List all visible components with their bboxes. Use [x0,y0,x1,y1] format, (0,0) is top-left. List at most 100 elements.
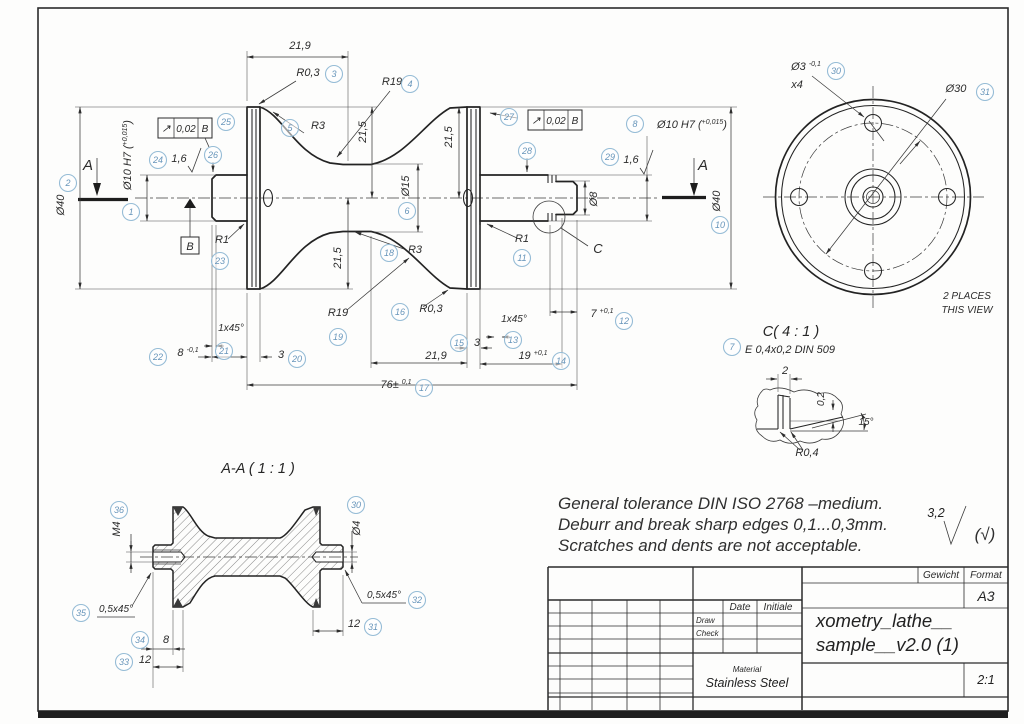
dim-label: B [186,241,193,253]
svg-text:32: 32 [412,595,422,605]
balloon-26: 26 [203,145,223,165]
section-aa-dimensions [97,531,406,688]
dim-label: A [82,157,93,174]
svg-text:5: 5 [287,123,293,133]
balloon-30: 30 [346,495,366,515]
svg-text:16: 16 [395,307,405,317]
balloon-20: 20 [287,349,307,369]
sheet-frame [37,7,1009,718]
format-value: A3 [976,588,994,604]
balloon-7: 7 [722,337,742,357]
dim-label: 0,5x45° [367,590,401,601]
svg-text:34: 34 [135,635,145,645]
dim-label: 21,9 [424,350,446,362]
dim-label: 3 [474,337,481,349]
main-view-dimensions [75,51,737,390]
svg-text:27: 27 [503,112,515,122]
weight-label: Gewicht [923,570,960,581]
balloon-31: 31 [363,617,383,637]
detail-c-title: C( 4 : 1 ) [763,324,819,340]
svg-text:36: 36 [114,505,124,515]
svg-text:18: 18 [384,248,394,258]
balloon-10: 10 [710,215,730,235]
dim-label: 12 [139,654,151,666]
balloon-22: 22 [148,347,168,367]
svg-text:20: 20 [291,354,302,364]
dim-label: R19 [328,307,348,319]
dim-label: R3 [311,120,326,132]
dim-label: 0,02 [176,124,196,135]
dim-label: R1 [515,233,529,245]
balloon-13: 13 [503,330,523,350]
balloon-12: 12 [614,311,634,331]
svg-text:10: 10 [715,220,725,230]
format-label: Format [970,570,1003,581]
dim-label: B [202,124,209,135]
dim-label: Ø40 [711,190,723,213]
draw-label: Draw [696,616,716,625]
svg-text:33: 33 [119,657,129,667]
end-view-note-line2: THIS VIEW [941,305,994,316]
detail-c-subtitle: E 0,4x0,2 DIN 509 [745,344,835,356]
roughness-alt: (√) [975,525,996,544]
dim-label: 21,9 [288,40,310,52]
dim-label: ↗ [161,123,171,135]
section-aa-title: A-A ( 1 : 1 ) [220,461,295,477]
svg-text:4: 4 [407,79,412,89]
balloon-33: 33 [114,652,134,672]
runout-fcf-right [527,109,583,131]
runout-fcf-left [157,117,213,148]
dim-label: Ø15 [400,175,412,198]
dim-label: 21,5 [332,246,344,269]
dim-label: 15° [858,417,873,428]
scale-value: 2:1 [976,673,994,687]
datum-b-symbol [180,198,200,255]
svg-text:3: 3 [331,69,336,79]
check-label: Check [696,629,720,638]
balloon-24: 24 [148,150,168,170]
balloon-21: 21 [214,341,234,361]
balloon-3: 3 [324,64,344,84]
dim-label: 0,02 [546,116,566,127]
dim-label: x4 [790,79,803,91]
dim-label: 21,5 [443,125,455,148]
svg-text:14: 14 [556,356,566,366]
balloon-16: 16 [390,302,410,322]
svg-text:31: 31 [980,87,990,97]
section-aa-linework [140,506,358,608]
main-view-linework [135,106,660,290]
balloon-18: 18 [379,243,399,263]
general-notes: General tolerance DIN ISO 2768 –medium. … [558,494,888,555]
dim-label: Ø8 [588,191,600,208]
dim-label: R0,3 [419,303,443,315]
svg-text:26: 26 [207,150,218,160]
dim-label: R0,3 [296,67,320,79]
svg-text:1: 1 [128,207,133,217]
balloon-15: 15 [449,333,469,353]
dim-label: 1x45° [501,314,527,325]
dim-label: C [593,241,603,256]
dim-label: Ø4 [351,521,363,537]
title-block-grid [547,566,1008,710]
svg-text:6: 6 [404,206,409,216]
dim-label: 21,5 [357,120,369,143]
balloon-28: 28 [517,141,537,161]
balloon-6: 6 [397,201,417,221]
surface-finish-marks [187,147,654,175]
svg-text:30: 30 [351,500,361,510]
dim-label: 0,2 [816,392,827,406]
balloon-34: 34 [130,630,150,650]
balloon-4: 4 [400,74,420,94]
drawing-title-line2: sample__v2.0 (1) [816,634,959,655]
svg-text:24: 24 [152,155,163,165]
balloon-25: 25 [216,112,236,132]
dim-label: R1 [215,234,229,246]
dim-label: 1x45° [218,323,244,334]
balloon-23: 23 [210,251,230,271]
svg-text:29: 29 [604,152,615,162]
dim-label: R19 [382,76,402,88]
end-view-note-line1: 2 PLACES [942,291,991,302]
